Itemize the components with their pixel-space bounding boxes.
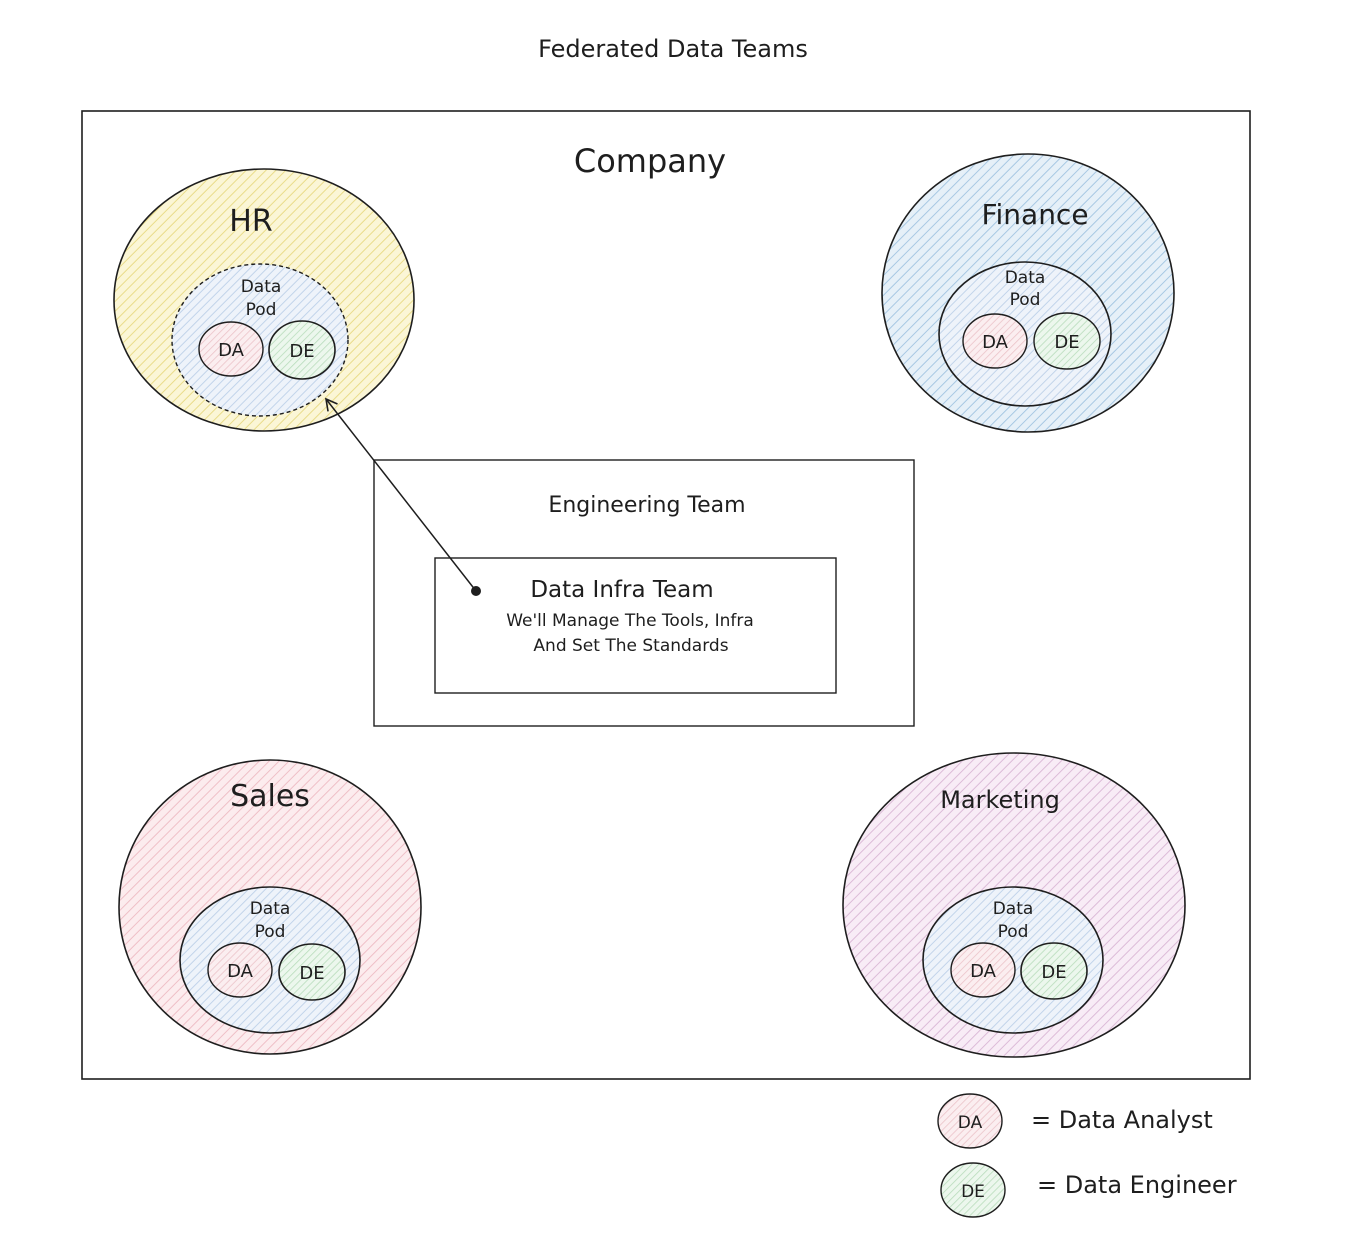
- marketing-pod-label-line2: Pod: [998, 922, 1029, 942]
- finance-de-label: DE: [1054, 332, 1079, 353]
- department-marketing: Marketing Data Pod DA DE: [842, 752, 1186, 1058]
- finance-da-circle: [962, 313, 1028, 369]
- hr-da-label: DA: [218, 340, 245, 361]
- sales-pod-label-line1: Data: [250, 899, 291, 919]
- company-boundary: [81, 110, 1251, 1080]
- hr-pod-label-line2: Pod: [246, 300, 277, 320]
- engineering-team: Engineering Team Data Infra Team We'll M…: [373, 459, 915, 727]
- sales-label: Sales: [230, 779, 310, 814]
- data-infra-team-title: Data Infra Team: [530, 577, 713, 603]
- marketing-da-circle: [950, 942, 1016, 998]
- sales-de-label: DE: [299, 963, 324, 984]
- hr-de-circle: [268, 320, 336, 380]
- department-hr: HR Data Pod DA DE: [113, 168, 415, 432]
- diagram-title: Federated Data Teams: [538, 35, 808, 63]
- engineering-team-box: [373, 459, 915, 727]
- marketing-da-label: DA: [970, 961, 997, 982]
- legend-da-circle: [937, 1093, 1003, 1149]
- sales-da-circle: [207, 942, 273, 998]
- company-label: Company: [574, 142, 726, 180]
- hr-da-circle: [198, 321, 264, 377]
- marketing-de-label: DE: [1041, 962, 1066, 983]
- data-infra-team-box: [434, 557, 837, 694]
- finance-pod-label-line2: Pod: [1010, 290, 1041, 310]
- data-infra-team-desc-line2: And Set The Standards: [533, 636, 728, 656]
- department-sales: Sales Data Pod DA DE: [118, 759, 422, 1055]
- finance-de-circle: [1033, 312, 1101, 370]
- department-finance: Finance Data Pod DA DE: [881, 153, 1175, 433]
- marketing-label: Marketing: [940, 786, 1060, 814]
- legend-de-text: = Data Engineer: [1037, 1171, 1237, 1199]
- sales-pod-label-line2: Pod: [255, 922, 286, 942]
- legend: DA = Data Analyst DE = Data Engineer: [937, 1093, 1237, 1218]
- hr-pod-label-line1: Data: [241, 277, 282, 297]
- legend-da-text: = Data Analyst: [1031, 1106, 1213, 1134]
- sales-da-label: DA: [227, 961, 254, 982]
- legend-de-key: DE: [961, 1182, 985, 1202]
- infra-to-hr-arrow: [324, 397, 481, 596]
- marketing-de-circle: [1020, 942, 1088, 1000]
- sales-de-circle: [278, 943, 346, 1001]
- hr-label: HR: [229, 204, 272, 239]
- finance-da-label: DA: [982, 332, 1009, 353]
- finance-label: Finance: [981, 198, 1088, 231]
- finance-pod-label-line1: Data: [1005, 268, 1046, 288]
- data-infra-team-desc-line1: We'll Manage The Tools, Infra: [506, 611, 754, 631]
- engineering-team-label: Engineering Team: [548, 493, 745, 518]
- hr-de-label: DE: [289, 341, 314, 362]
- legend-de-circle: [940, 1162, 1006, 1218]
- legend-da-key: DA: [958, 1113, 983, 1133]
- marketing-pod-label-line1: Data: [993, 899, 1034, 919]
